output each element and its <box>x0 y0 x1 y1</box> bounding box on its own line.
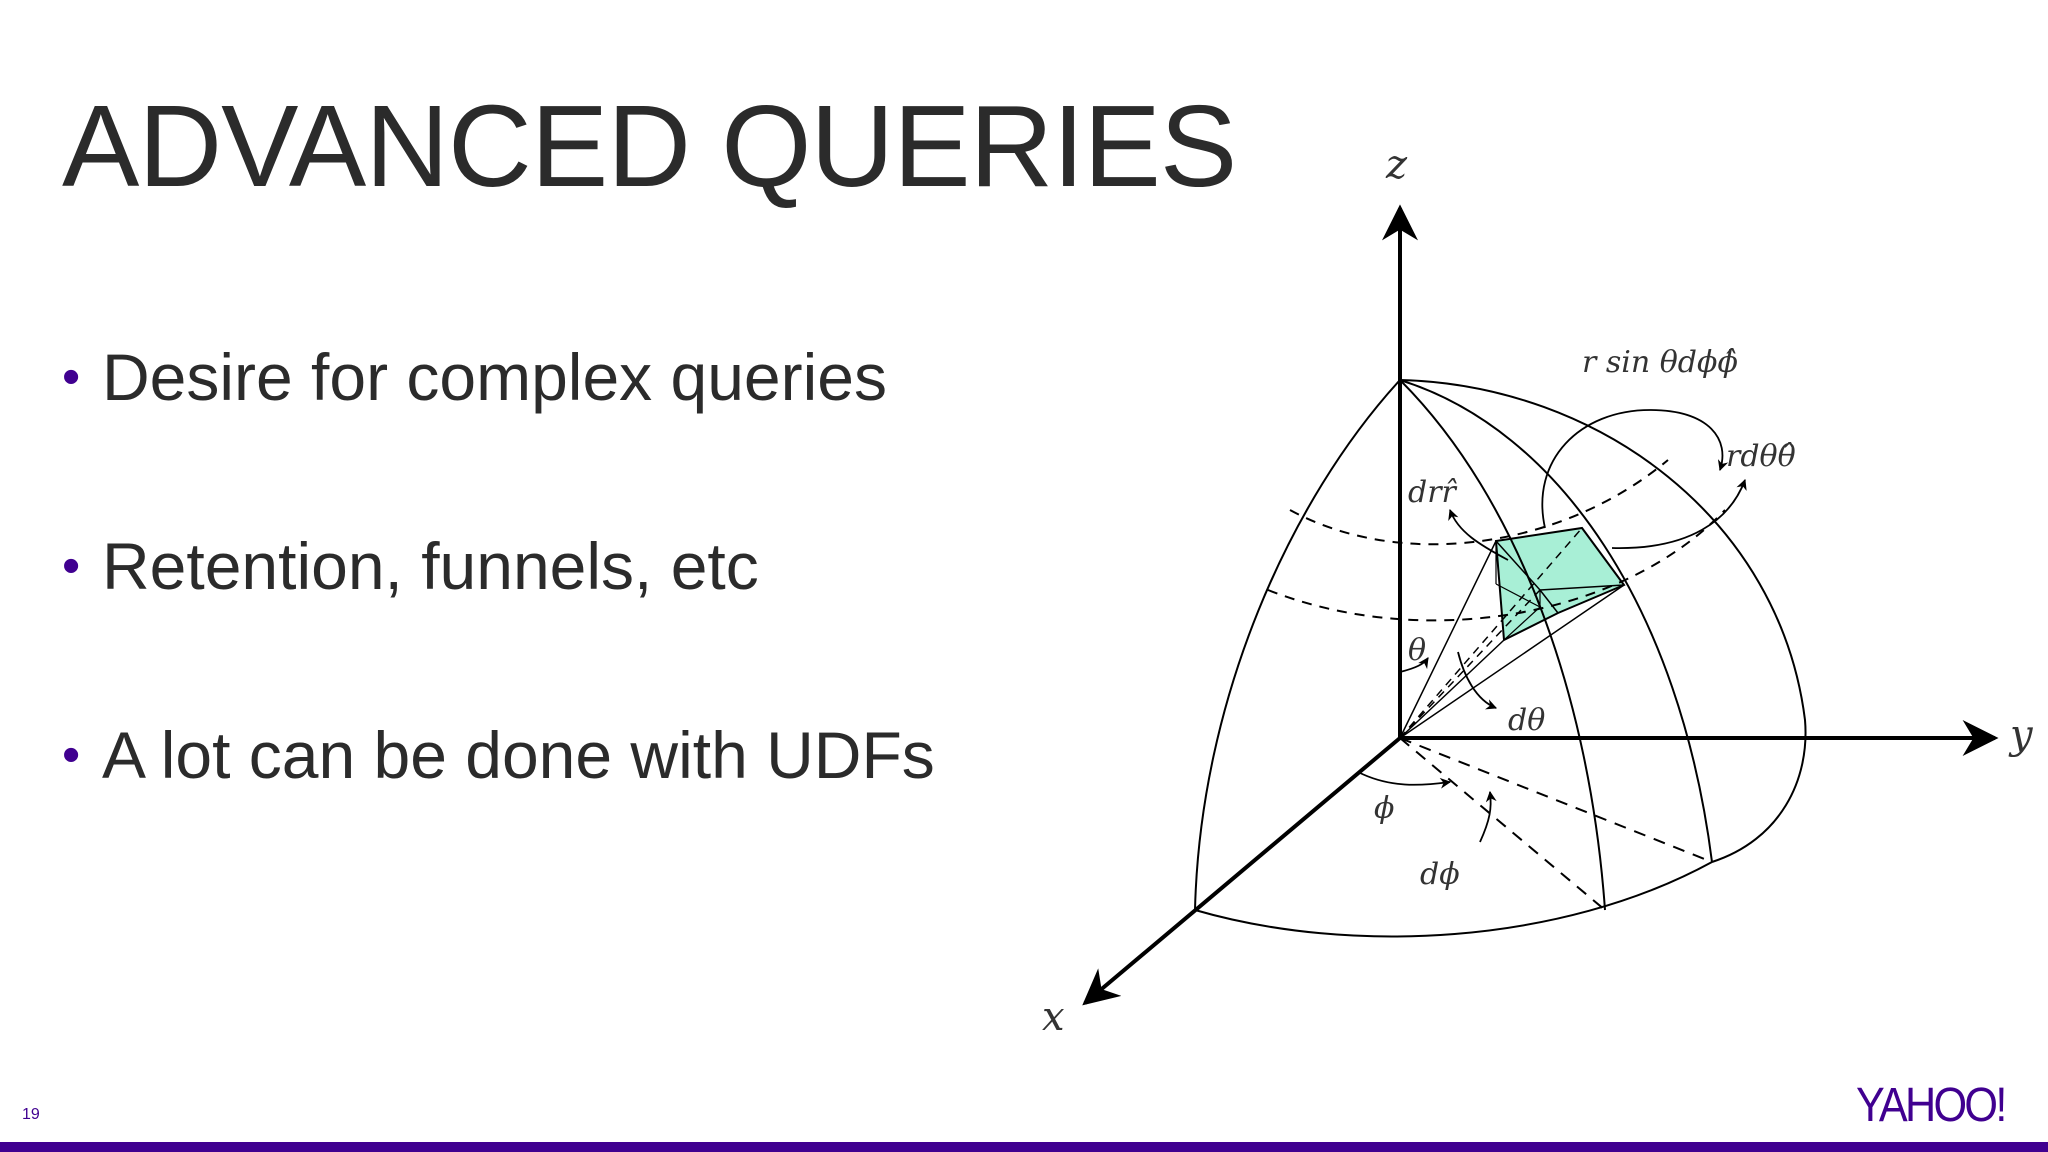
rsin-arrow <box>1541 409 1729 529</box>
radial-line <box>1399 540 1497 739</box>
yahoo-logo: YAHOO! <box>1856 1079 2007 1132</box>
radial-line-dashed <box>1399 527 1583 739</box>
sphere-boundary-right <box>1399 379 1807 863</box>
dphi-arrow <box>1479 790 1497 843</box>
bullet-marker: • <box>62 348 81 406</box>
theta-label: θ <box>1408 633 1426 668</box>
bullet-list: • Desire for complex queries • Retention, … <box>62 335 935 902</box>
bottom-accent-bar <box>0 1142 2048 1152</box>
bullet-text: Retention, funnels, etc <box>102 529 759 603</box>
bullet-marker: • <box>62 537 81 595</box>
radial-line <box>1399 584 1625 739</box>
dtheta-label: dθ <box>1508 703 1545 738</box>
bullet-marker: • <box>62 726 81 784</box>
phi-arc-arrow <box>1357 771 1452 789</box>
volume-edge <box>1503 606 1541 641</box>
dr-arrow <box>1448 508 1509 561</box>
bullet-item: • A lot can be done with UDFs <box>62 713 935 902</box>
dr-label: drr̂ <box>1408 475 1458 510</box>
x-axis-label: x <box>1042 994 1065 1040</box>
rsin-label: r sin θdϕϕ̂ <box>1582 345 1738 380</box>
bullet-text: Desire for complex queries <box>102 340 887 414</box>
slide-title: ADVANCED QUERIES <box>62 81 1237 211</box>
bullet-text: A lot can be done with UDFs <box>102 718 935 792</box>
volume-edge <box>1495 583 1541 608</box>
dtheta-arrow <box>1457 651 1498 710</box>
latitude-arc-upper <box>1289 459 1669 546</box>
page-number: 19 <box>22 1106 40 1123</box>
dphi-label: dϕ <box>1420 857 1460 892</box>
volume-edge <box>1539 589 1559 614</box>
bullet-item: • Desire for complex queries <box>62 335 935 524</box>
volume-element <box>1494 526 1626 642</box>
z-axis-label: z <box>1385 142 1408 188</box>
volume-edge <box>1495 540 1541 591</box>
sphere-boundary-left <box>1194 379 1401 911</box>
radial-line-dashed <box>1399 589 1541 739</box>
x-axis <box>1082 736 1402 1006</box>
meridian-line <box>1399 379 1606 911</box>
projection-line <box>1399 737 1606 911</box>
y-axis-label: y <box>2008 712 2034 758</box>
bullet-item: • Retention, funnels, etc <box>62 524 935 713</box>
rdtheta-label: rdθθ̂ <box>1726 439 1796 474</box>
phi-label: ϕ <box>1374 791 1394 826</box>
radial-line <box>1399 639 1505 739</box>
rdtheta-arrow <box>1611 478 1747 549</box>
spherical-coordinates-diagram: z y x θ dθ ϕ dϕ drr̂ rdθθ̂ r sin θdϕϕ̂ <box>1042 142 2034 1040</box>
meridian-line <box>1399 379 1713 863</box>
projection-line <box>1399 737 1713 863</box>
sphere-boundary-bottom <box>1194 861 1713 938</box>
theta-arc-arrow <box>1399 657 1429 673</box>
